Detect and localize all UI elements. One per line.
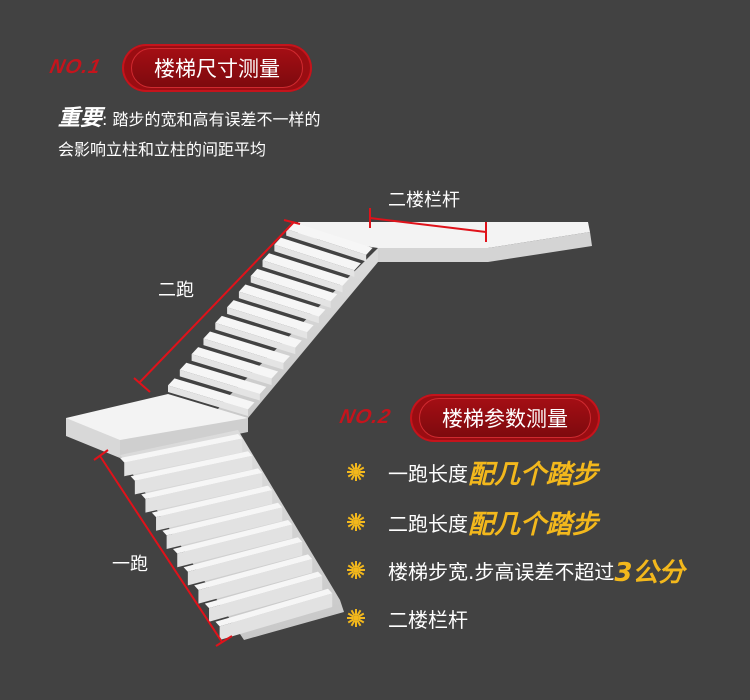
stair-tread <box>215 315 302 348</box>
stair-riser <box>238 291 319 324</box>
stair-riser <box>187 541 303 586</box>
section-2-number: NO.2 <box>337 406 394 428</box>
label-second-run: 二跑 <box>158 280 194 301</box>
stair-riser <box>168 385 248 416</box>
list-item-text: 一跑长度 <box>388 461 468 486</box>
upper-landing-top <box>298 222 590 248</box>
first-run-dimension-line <box>93 449 233 647</box>
stair-tread <box>120 434 243 463</box>
stair-riser <box>191 354 272 386</box>
gold-starburst-icon <box>347 609 365 627</box>
upper-landing-front <box>378 232 592 262</box>
middle-landing-front <box>66 418 120 458</box>
stair-tread <box>173 520 293 554</box>
stair-riser <box>262 260 343 293</box>
stair-tread <box>194 554 313 590</box>
stair-tread <box>168 378 255 410</box>
important-note-line-1: 重要: 踏步的宽和高有误差不一样的 <box>58 104 321 135</box>
stair-tread <box>227 300 314 333</box>
stair-tread <box>141 468 263 499</box>
stair-tread <box>203 331 290 364</box>
stair-tread <box>130 451 253 481</box>
stair-riser <box>124 438 243 477</box>
list-item-highlight: 配几个踏步 <box>468 509 599 540</box>
label-first-run: 一跑 <box>112 554 148 575</box>
list-item: 二跑长度配几个踏步 <box>346 502 598 542</box>
section-1-title: 楼梯尺寸测量 <box>131 48 303 88</box>
stair-riser <box>179 369 260 401</box>
stair-riser <box>134 455 253 495</box>
middle-landing-side <box>120 418 248 458</box>
stair-riser <box>145 472 263 513</box>
stair-tread <box>183 537 303 572</box>
label-second-floor-rail: 二楼栏杆 <box>388 190 460 211</box>
stair-riser <box>219 593 333 640</box>
stair-riser <box>203 338 284 370</box>
stair-tread <box>250 268 338 302</box>
stair-tread <box>162 502 283 536</box>
section-1-title-badge: 楼梯尺寸测量 <box>122 44 312 92</box>
gold-starburst-icon <box>347 463 365 481</box>
important-text-1: 踏步的宽和高有误差不一样的 <box>112 110 321 129</box>
stair-riser <box>177 524 293 568</box>
section-2-title-badge: 楼梯参数测量 <box>410 394 600 442</box>
important-note-line-2: 会影响立柱和立柱的间距平均 <box>58 140 267 159</box>
gold-starburst-icon <box>347 513 365 531</box>
rail-dimension-line <box>369 208 487 242</box>
stair-riser <box>286 229 367 262</box>
second-run-dimension-line <box>133 219 301 393</box>
stair-riser <box>198 558 313 604</box>
list-item-highlight: 配几个踏步 <box>468 459 599 490</box>
section-2-title: 楼梯参数测量 <box>419 398 591 438</box>
stair-riser <box>227 307 308 339</box>
gold-starburst-icon <box>347 561 365 579</box>
list-item-text: 二跑长度 <box>388 511 468 536</box>
stair-tread <box>179 362 267 394</box>
stair-riser <box>209 576 323 622</box>
list-item-text: 楼梯步宽.步高误差不超过 <box>388 559 615 584</box>
stair-riser <box>215 322 296 355</box>
stair-tread <box>238 284 326 317</box>
list-item-text: 二楼栏杆 <box>388 607 468 632</box>
stair-riser <box>156 490 273 531</box>
stair-riser <box>250 275 331 308</box>
stair-tread <box>215 588 333 627</box>
stair-tread <box>262 253 350 286</box>
stair-tread <box>204 571 323 609</box>
stair-tread <box>191 347 279 379</box>
stair-riser <box>166 507 283 549</box>
list-item: 一跑长度配几个踏步 <box>346 452 598 492</box>
important-colon: : <box>102 110 108 129</box>
stair-tread <box>151 485 273 518</box>
list-item: 二楼栏杆 <box>346 598 468 638</box>
stair-riser <box>274 244 355 277</box>
important-label: 重要 <box>58 106 103 131</box>
list-item-highlight: 3公分 <box>614 557 685 588</box>
stair-tread <box>286 222 373 255</box>
stair-tread <box>274 237 361 271</box>
important-note: 重要: 踏步的宽和高有误差不一样的 会影响立柱和立柱的间距平均 <box>58 104 321 165</box>
